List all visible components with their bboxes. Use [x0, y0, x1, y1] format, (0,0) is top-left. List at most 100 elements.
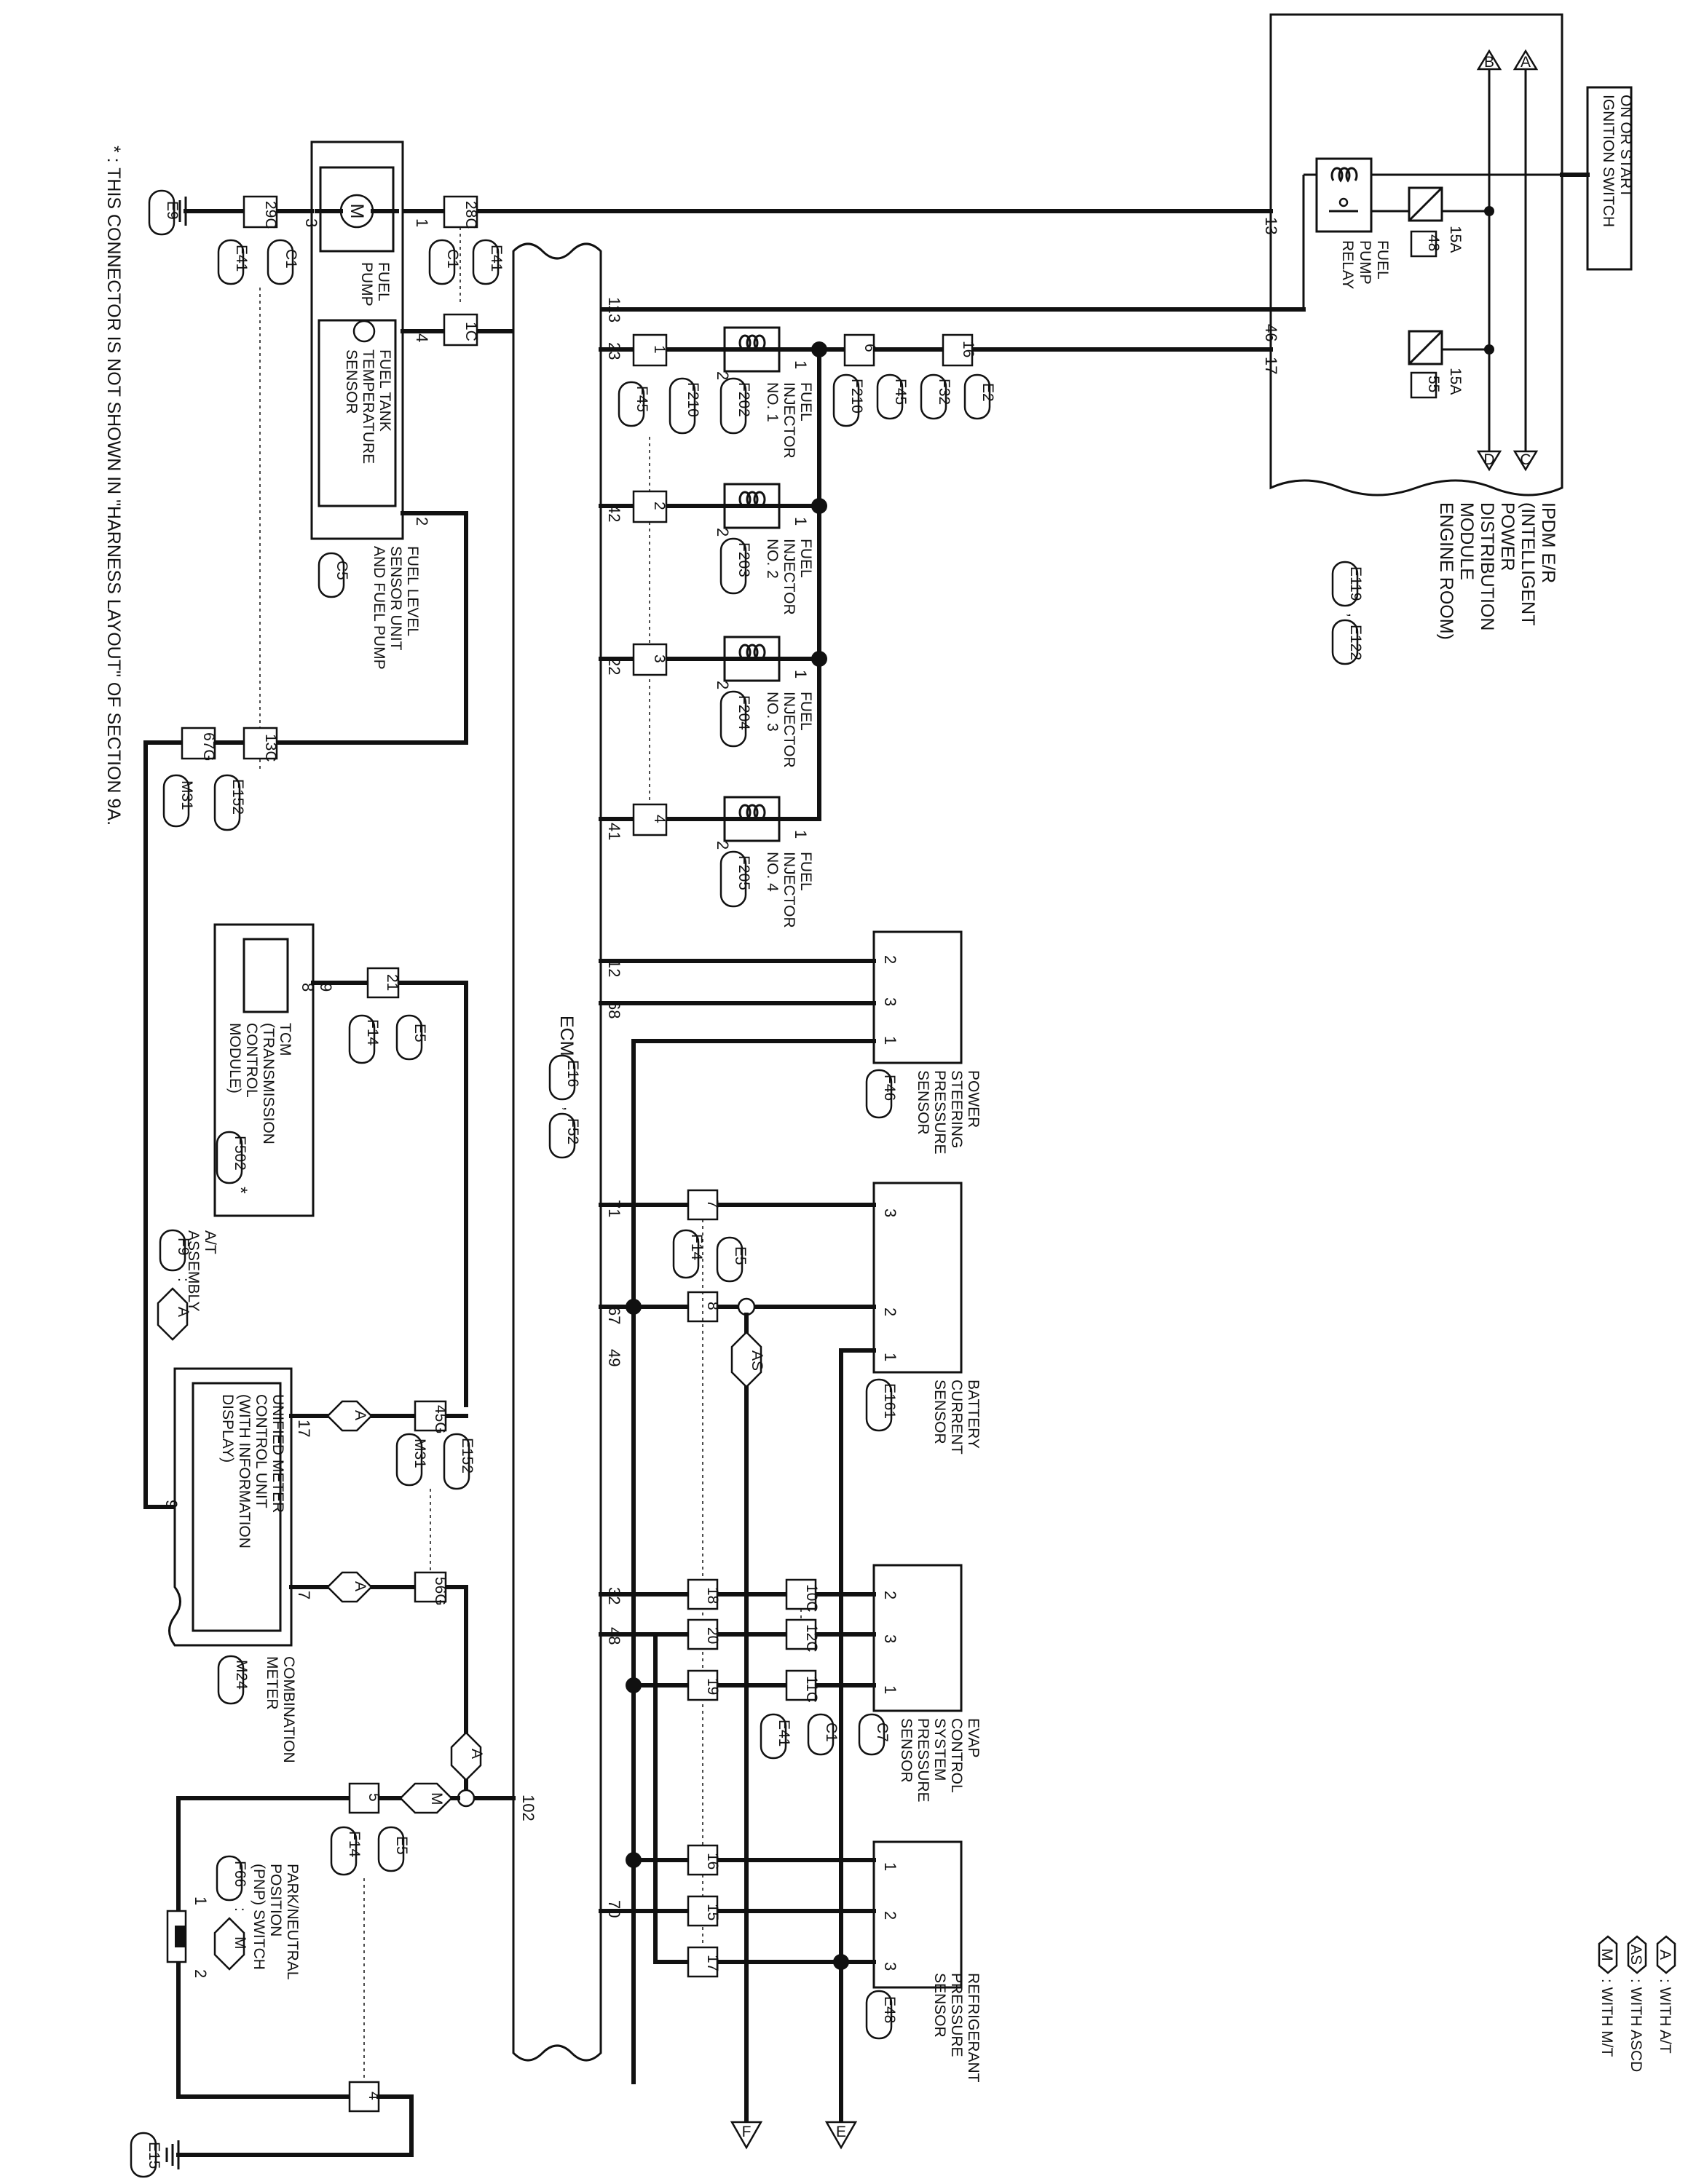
svg-text:FUEL TANK: FUEL TANK — [376, 349, 393, 432]
combination-meter: UNIFIED METER CONTROL UNIT (WITH INFORMA… — [162, 1367, 313, 1763]
svg-text:IPDM E/R: IPDM E/R — [1538, 502, 1558, 583]
svg-text:(INTELLIGENT: (INTELLIGENT — [1518, 502, 1538, 625]
svg-text:15: 15 — [704, 1904, 721, 1920]
svg-text:F66: F66 — [232, 1861, 248, 1887]
terminal-29c: 29C — [242, 195, 279, 229]
svg-text:DISTRIBUTION: DISTRIBUTION — [1477, 502, 1497, 630]
svg-text:1: 1 — [413, 218, 431, 227]
svg-text:RELAY: RELAY — [1339, 240, 1356, 289]
svg-text::: : — [232, 1907, 248, 1912]
svg-text:1: 1 — [792, 830, 810, 839]
connector-f66: F66 — [216, 1855, 248, 1902]
svg-text:C1: C1 — [283, 249, 299, 269]
svg-text:29C: 29C — [262, 201, 279, 229]
svg-text:28C: 28C — [462, 201, 479, 229]
svg-text:AS: AS — [1628, 1944, 1644, 1965]
svg-text:ECM: ECM — [556, 1016, 577, 1056]
svg-text:E41: E41 — [776, 1720, 792, 1746]
svg-text:1: 1 — [651, 345, 668, 354]
svg-text:,: , — [1345, 613, 1362, 617]
svg-text:C: C — [1520, 451, 1531, 468]
footnote: * : THIS CONNECTOR IS NOT SHOWN IN "HARN… — [103, 146, 124, 826]
svg-text:: WITH M/T: : WITH M/T — [1598, 1979, 1615, 2057]
svg-text:11C: 11C — [803, 1676, 820, 1703]
svg-text:F52: F52 — [564, 1118, 581, 1144]
svg-text:45G: 45G — [432, 1405, 449, 1434]
svg-text:12C: 12C — [803, 1624, 820, 1653]
svg-text:1C: 1C — [462, 322, 479, 341]
svg-text:1: 1 — [792, 670, 810, 678]
svg-text:SENSOR: SENSOR — [931, 1380, 948, 1444]
tag-a-meter-7: A — [326, 1571, 373, 1603]
svg-text:55: 55 — [1425, 376, 1442, 392]
connector-e41-top: E41 — [472, 239, 505, 285]
svg-text:2: 2 — [881, 1307, 899, 1316]
svg-text:D: D — [1483, 451, 1494, 468]
svg-text:2: 2 — [714, 681, 732, 689]
connector-f45-feed: F45 — [876, 373, 909, 420]
connector-e41-evap: E41 — [760, 1713, 792, 1760]
mid-terminals: 7 8 E5 F14 — [672, 1189, 749, 1323]
svg-text:FUEL: FUEL — [797, 539, 814, 578]
connector-e5-mid: E5 — [716, 1236, 749, 1283]
injector-3: 3 1 2 FUEL INJECTOR NO. 3 F204 — [599, 636, 827, 768]
svg-text:E5: E5 — [411, 1024, 428, 1042]
svg-text:9: 9 — [317, 983, 335, 992]
svg-text:3: 3 — [881, 1634, 899, 1643]
ipdm-connector-e122: E122 — [1331, 619, 1364, 665]
svg-text:1: 1 — [881, 1353, 899, 1361]
ipdm-arrow-c: C — [1513, 450, 1539, 472]
svg-text:M: M — [428, 1792, 445, 1805]
connector-c1-left: C1 — [267, 239, 299, 285]
svg-text:E5: E5 — [732, 1246, 749, 1265]
connector-e2: E2 — [963, 373, 996, 420]
fuel-pump-motor: M — [315, 166, 399, 253]
connector-f14-tcm: F14 — [348, 1014, 381, 1064]
at-assembly-label: A/T ASSEMBLY F9 : A — [157, 1229, 218, 1341]
svg-text:CONTROL UNIT: CONTROL UNIT — [253, 1394, 269, 1508]
svg-text:NO. 1: NO. 1 — [764, 382, 781, 422]
svg-text:NO. 2: NO. 2 — [764, 539, 781, 579]
svg-text:8: 8 — [704, 1302, 721, 1310]
fuel-pump-relay: FUEL PUMP RELAY — [1315, 157, 1391, 289]
svg-text:FUEL: FUEL — [797, 382, 814, 422]
svg-text:E122: E122 — [1347, 625, 1364, 660]
terminal-1c: 1C — [443, 313, 479, 347]
wire-tcm-9 — [311, 981, 468, 1407]
svg-text:7: 7 — [704, 1200, 721, 1208]
connector-f32: F32 — [920, 373, 953, 420]
svg-text:E152: E152 — [459, 1438, 476, 1473]
wire-sensor-ground — [631, 1039, 876, 2084]
svg-text:INJECTOR: INJECTOR — [781, 382, 797, 459]
connector-m24: M24 — [217, 1655, 250, 1705]
svg-text:M24: M24 — [233, 1660, 250, 1690]
svg-text:COMBINATION: COMBINATION — [280, 1656, 297, 1763]
svg-text:2: 2 — [714, 841, 732, 850]
svg-text:17: 17 — [295, 1420, 313, 1437]
svg-text:16: 16 — [960, 341, 977, 357]
svg-text:5: 5 — [366, 1793, 382, 1802]
svg-text:E119: E119 — [1347, 566, 1364, 601]
tag-a-vertical: A — [450, 1731, 485, 1781]
ipdm-arrow-d: D — [1476, 450, 1502, 472]
svg-text:INJECTOR: INJECTOR — [781, 539, 797, 615]
svg-text:CURRENT: CURRENT — [948, 1380, 965, 1455]
ignition-switch-box: IGNITION SWITCH ON OR START — [1586, 86, 1634, 271]
terminal-4: 4 — [348, 2081, 382, 2113]
terminal-5: 5 E5 F14 — [330, 1782, 410, 1876]
svg-text:19: 19 — [704, 1678, 721, 1695]
svg-text:A: A — [1521, 54, 1531, 71]
svg-text:F502: F502 — [232, 1136, 248, 1171]
svg-text:10C: 10C — [803, 1584, 820, 1613]
svg-text:E48: E48 — [881, 1996, 898, 2023]
ecm-block: ECM E16 , F52 113 23 42 22 41 12 68 71 6… — [512, 242, 623, 2062]
svg-text:(WITH INFORMATION: (WITH INFORMATION — [236, 1394, 253, 1548]
connector-f14-mid: F14 — [672, 1229, 705, 1279]
svg-text:E161: E161 — [881, 1383, 898, 1419]
svg-text:4: 4 — [413, 333, 431, 342]
fuel-level-sensor-unit: M FUEL PUMP FUEL TANK TEMPERATURE SENSOR… — [302, 141, 431, 670]
connector-f46: F46 — [865, 1069, 898, 1119]
svg-text:PUMP: PUMP — [1357, 240, 1373, 285]
terminal-28c: 28C — [443, 195, 479, 229]
